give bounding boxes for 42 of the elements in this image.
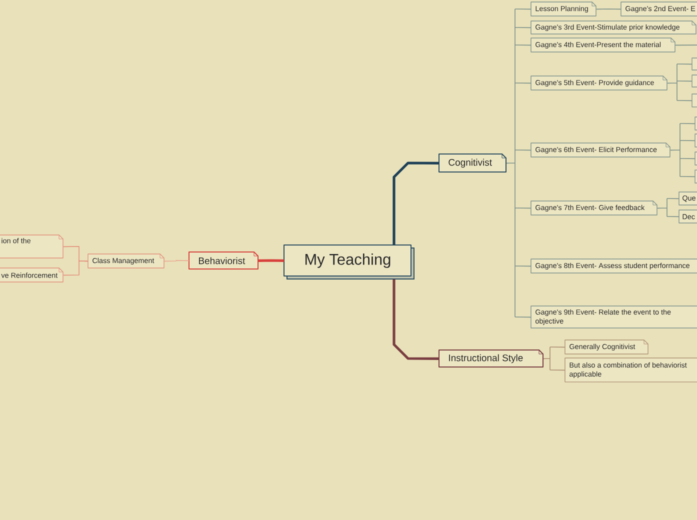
connector-line xyxy=(514,266,532,267)
connector-line xyxy=(514,208,532,209)
connector-line xyxy=(675,44,697,46)
connector-line xyxy=(676,80,692,82)
connector-line xyxy=(657,198,668,217)
connector-line xyxy=(670,123,680,177)
connector-line xyxy=(506,8,516,318)
connector-line xyxy=(63,260,88,276)
subtopic-box xyxy=(694,152,697,166)
connector-line xyxy=(680,123,696,124)
connector-line xyxy=(392,162,439,245)
connector-line xyxy=(667,64,678,101)
connector-line xyxy=(514,8,532,10)
connector-line xyxy=(676,100,692,102)
connector-line xyxy=(514,82,532,84)
connector-line xyxy=(666,198,680,200)
subtopic-box xyxy=(694,116,697,130)
subtopic-box xyxy=(692,94,697,108)
connector-line xyxy=(550,346,566,348)
subtopic-box xyxy=(694,170,697,184)
connector-line xyxy=(596,8,622,10)
connector-line xyxy=(680,176,696,178)
connector-line xyxy=(514,316,532,318)
connector-line xyxy=(514,27,532,28)
connector-line xyxy=(392,279,439,360)
connector-line xyxy=(514,44,532,46)
topic-box: Cognitivist xyxy=(438,154,506,172)
connector-line xyxy=(680,158,696,160)
topic-box: Instructional Style xyxy=(438,350,544,368)
subtopic-box xyxy=(692,74,697,88)
central-topic-box: My Teaching xyxy=(284,244,414,280)
subtopic-box xyxy=(692,58,697,70)
connector-line xyxy=(258,259,284,262)
connector-line xyxy=(164,260,190,262)
connector-line xyxy=(676,64,692,65)
connector-line xyxy=(514,150,532,151)
connector-line xyxy=(550,370,566,371)
connector-line xyxy=(680,140,696,142)
topic-box: Behaviorist xyxy=(188,252,258,270)
subtopic-box xyxy=(694,134,697,148)
connector-line xyxy=(666,216,680,218)
connector-line xyxy=(543,346,550,370)
